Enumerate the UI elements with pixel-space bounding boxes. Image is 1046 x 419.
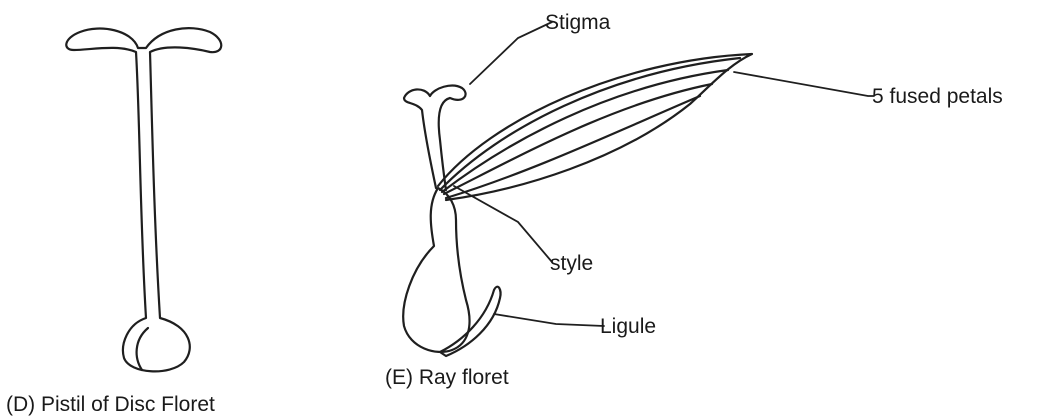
ray-floret-caption: (E) Ray floret — [385, 366, 509, 389]
petals-leader-line — [734, 72, 874, 96]
ray-floret — [403, 54, 752, 356]
ray-petal-outline — [438, 54, 752, 200]
ray-petal-vein-4 — [446, 96, 700, 198]
disc-floret-caption: (D) Pistil of Disc Floret — [6, 393, 215, 416]
stigma-label: Stigma — [545, 11, 611, 34]
disc-pistil-outline — [66, 28, 221, 371]
ray-ovary-outline — [403, 188, 469, 352]
disc-floret-pistil — [66, 28, 221, 371]
fused-petals-label: 5 fused petals — [872, 85, 1003, 108]
style-label: style — [550, 252, 593, 275]
ligule-label: Ligule — [600, 315, 656, 338]
ligule-leader-line — [494, 314, 604, 326]
disc-pistil-ovule — [137, 328, 148, 370]
stigma-leader-line — [470, 22, 552, 84]
